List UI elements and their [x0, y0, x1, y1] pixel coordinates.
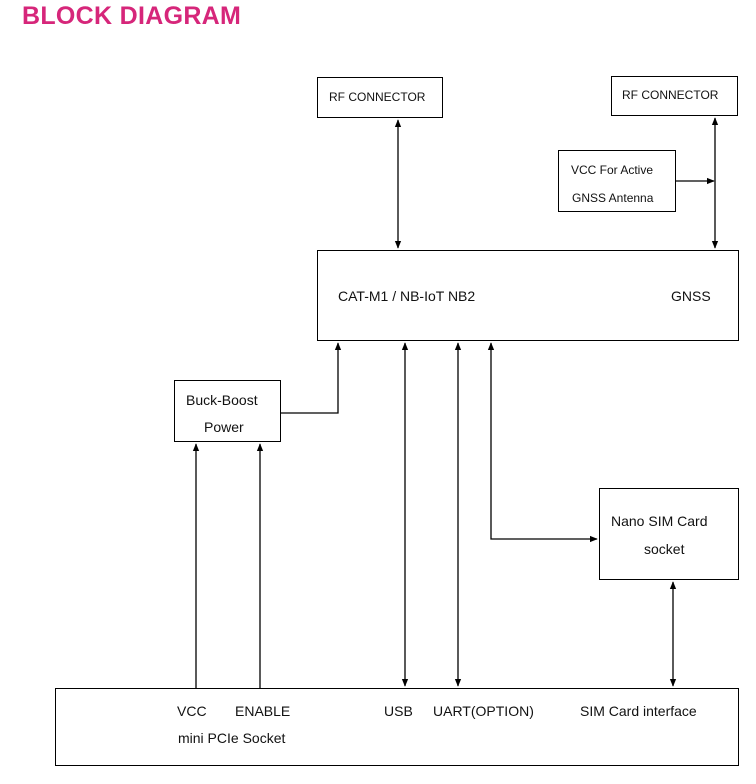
rf-connector-1-label: RF CONNECTOR [329, 90, 426, 104]
socket-sim-interface-label: SIM Card interface [580, 703, 697, 719]
rf-connector-1-box [317, 77, 443, 118]
main-module-box [317, 250, 739, 341]
nano-sim-socket-box [599, 488, 739, 580]
vcc-gnss-antenna-box [558, 150, 676, 212]
socket-enable-label: ENABLE [235, 703, 291, 719]
module-sim-link [487, 342, 598, 543]
socket-vcc-label: VCC [177, 703, 207, 719]
rf-connector-2-label: RF CONNECTOR [622, 88, 719, 102]
main-module-gnss-label: GNSS [671, 288, 711, 304]
buck-boost-label-1: Buck-Boost [186, 392, 258, 408]
diagram-title: BLOCK DIAGRAM [22, 2, 242, 30]
socket-name-label: mini PCIe Socket [178, 730, 286, 746]
rf-connector-2-box [611, 76, 738, 116]
nano-sim-label-2: socket [644, 541, 685, 557]
main-module-cat-m1-label: CAT-M1 / NB-IoT NB2 [338, 288, 476, 304]
socket-usb-label: USB [384, 703, 413, 719]
mini-pcie-socket-box [55, 688, 739, 766]
vcc-gnss-antenna-label-2: GNSS Antenna [572, 191, 654, 205]
nano-sim-label-1: Nano SIM Card [611, 513, 708, 529]
vcc-gnss-antenna-label-1: VCC For Active [571, 163, 654, 177]
buck-boost-module-link [281, 342, 342, 414]
buck-boost-power-box [174, 380, 281, 442]
socket-uart-label: UART(OPTION) [433, 703, 534, 719]
buck-boost-label-2: Power [204, 419, 244, 435]
